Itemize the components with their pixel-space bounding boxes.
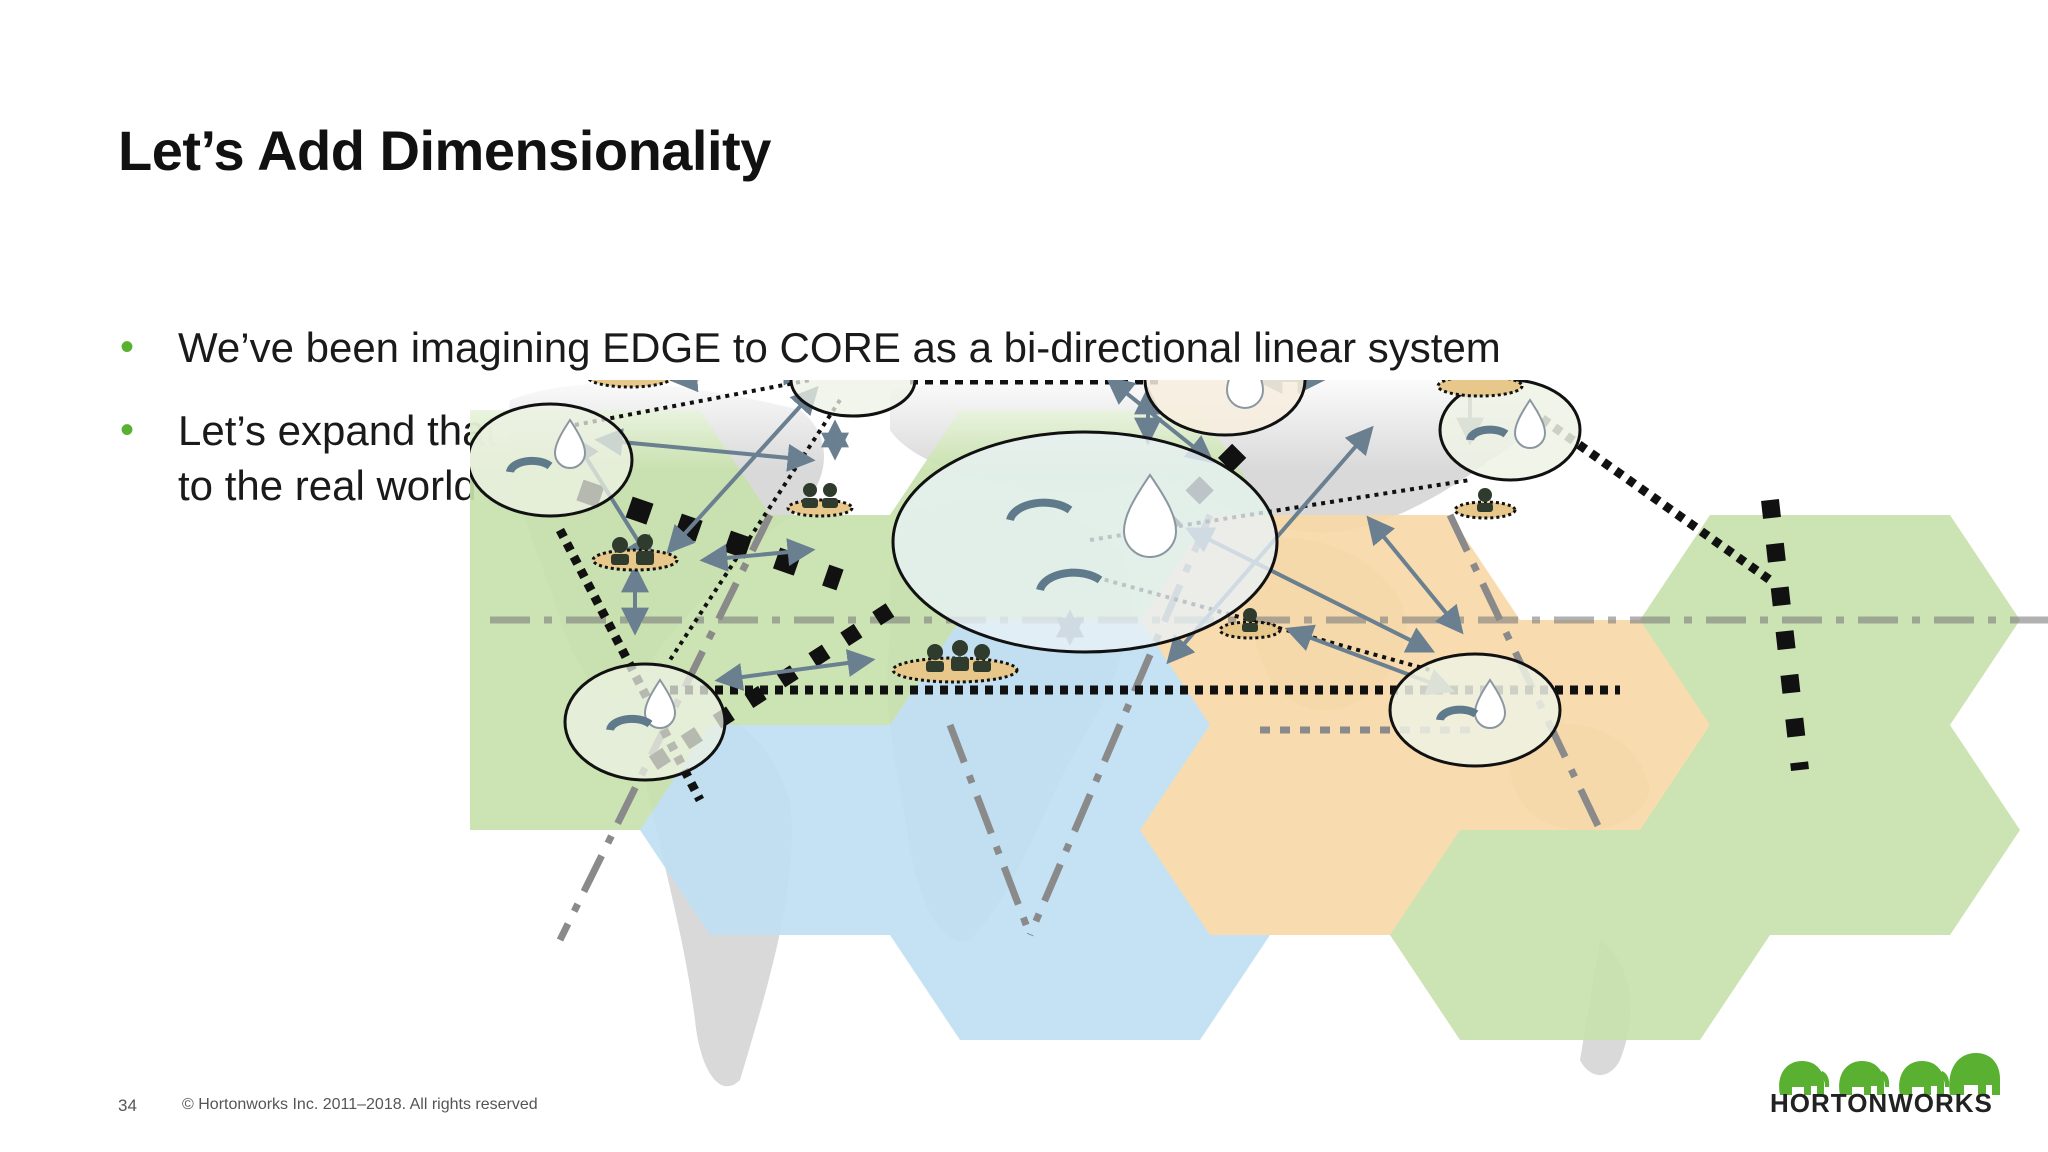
bullet-item-1: • We’ve been imagining EDGE to CORE as a… — [118, 320, 1501, 375]
logo-wordmark: HORTONWORKS — [1770, 1088, 1993, 1118]
world-network-diagram — [470, 380, 2048, 1087]
bullet-text-1: We’ve been imagining EDGE to CORE as a b… — [178, 324, 1501, 371]
page-number: 34 — [118, 1096, 137, 1115]
slide-title: Let’s Add Dimensionality — [118, 119, 771, 182]
bullet-list: • We’ve been imagining EDGE to CORE as a… — [118, 320, 1501, 541]
bullet-text-2: Let’s expand that to the real world — [178, 407, 498, 509]
people-group-icon — [587, 380, 1524, 684]
bullet-dot: • — [120, 325, 135, 369]
data-center-cluster — [470, 380, 1582, 782]
elephant-logo-icon — [1779, 1053, 2000, 1095]
bullet-item-2: • Let’s expand that to the real world — [118, 403, 538, 513]
bullet-dot: • — [120, 408, 135, 452]
copyright-notice: © Hortonworks Inc. 2011–2018. All rights… — [182, 1096, 538, 1113]
